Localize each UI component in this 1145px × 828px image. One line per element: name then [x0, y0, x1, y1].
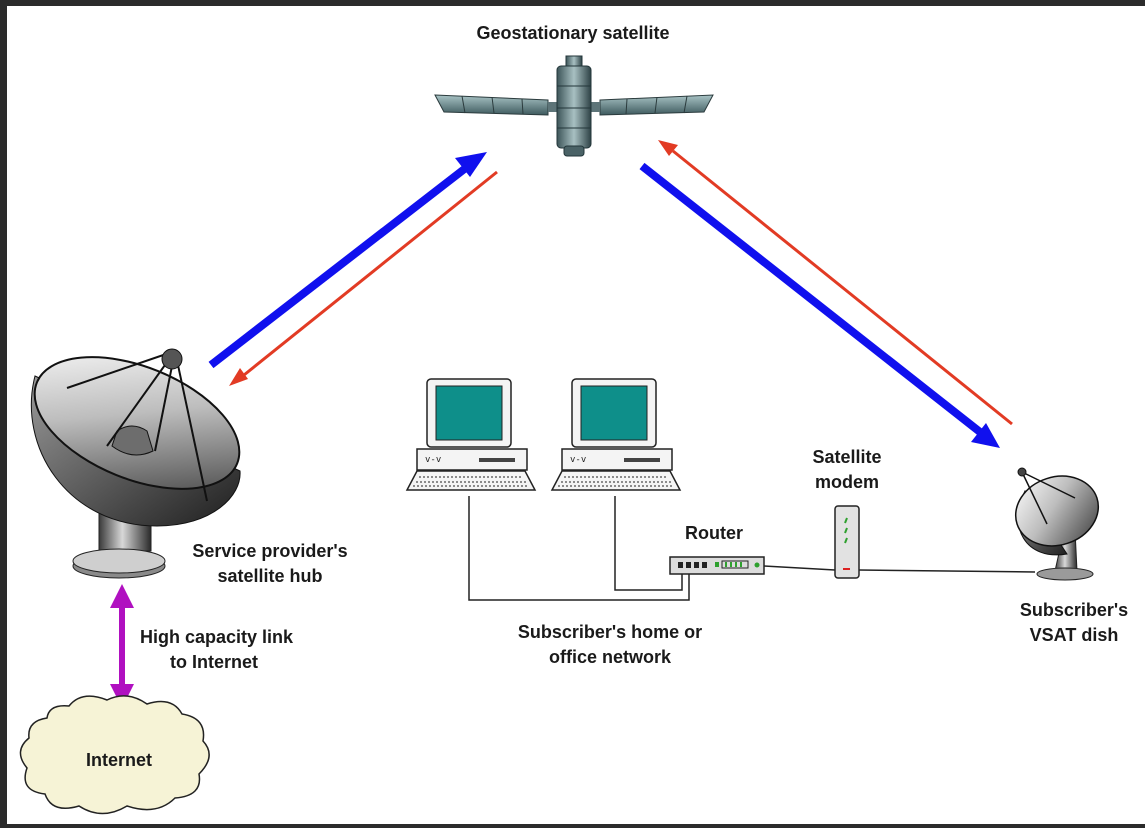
router-label: Router [685, 523, 743, 543]
vsat-dish-icon [1014, 467, 1100, 581]
dish-label-line1: Subscriber's [1020, 600, 1128, 620]
dish-label-line2: VSAT dish [1030, 625, 1119, 645]
satellite-label: Geostationary satellite [476, 23, 669, 43]
internet-link-arrow [110, 584, 134, 708]
hub-label-line2: satellite hub [217, 566, 322, 586]
diagram-canvas: Geostationary satellite Service provider… [7, 6, 1145, 824]
network-cables [468, 496, 1036, 601]
link-label-line1: High capacity link [140, 627, 294, 647]
link-label-line2: to Internet [170, 652, 258, 672]
hub-dish-icon [30, 348, 241, 579]
computer-2-icon: v-v [550, 378, 682, 491]
network-label-line2: office network [549, 647, 672, 667]
network-label-line1: Subscriber's home or [518, 622, 702, 642]
vsat-uplink-arrow [658, 140, 1013, 426]
satellite-modem-icon [834, 505, 860, 579]
modem-label-line1: Satellite [812, 447, 881, 467]
svg-text:v-v: v-v [570, 455, 586, 465]
svg-text:v-v: v-v [425, 455, 441, 465]
vsat-downlink-arrow [639, 162, 1000, 448]
hub-label-line1: Service provider's [192, 541, 347, 561]
network-diagram: Geostationary satellite Service provider… [19, 23, 1128, 815]
satellite-icon [434, 55, 714, 157]
internet-label: Internet [86, 750, 152, 770]
internet-cloud-icon [19, 695, 210, 815]
router-icon [669, 556, 765, 575]
computer-1-icon: v-v [405, 378, 537, 491]
hub-uplink-arrow [229, 170, 498, 386]
hub-downlink-arrow [208, 152, 487, 369]
modem-label-line2: modem [815, 472, 879, 492]
